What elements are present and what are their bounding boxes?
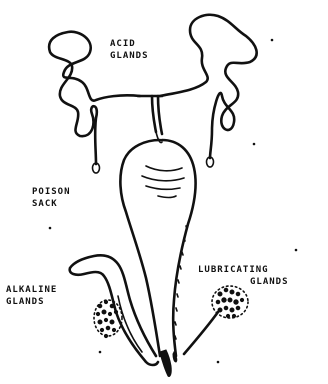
poison-sack-label-line1: POISON: [32, 186, 71, 198]
poison-sack-outline: [120, 140, 195, 356]
sting-base: [160, 350, 171, 377]
poison-sack-label: POISON SACK: [32, 186, 71, 210]
lubricating-glands-label-line2: GLANDS: [198, 276, 289, 288]
acid-glands-label: ACID GLANDS: [110, 38, 149, 62]
poison-sack-rings: [142, 166, 184, 198]
lubricating-glands-label-line1: LUBRICATING: [198, 264, 289, 276]
poison-sack-label-line2: SACK: [32, 198, 71, 210]
alkaline-glands-label: ALKALINE GLANDS: [6, 284, 57, 308]
acid-duct: [152, 96, 162, 134]
lubricating-gland-duct: [184, 312, 218, 354]
alkaline-glands-label-line2: GLANDS: [6, 296, 57, 308]
lubricating-glands-label: LUBRICATING GLANDS: [198, 264, 289, 288]
acid-glands-label-line2: GLANDS: [110, 50, 149, 62]
alkaline-glands-label-line1: ALKALINE: [6, 284, 57, 296]
right-acid-gland-tube: [160, 15, 257, 158]
acid-glands-label-line1: ACID: [110, 38, 149, 50]
